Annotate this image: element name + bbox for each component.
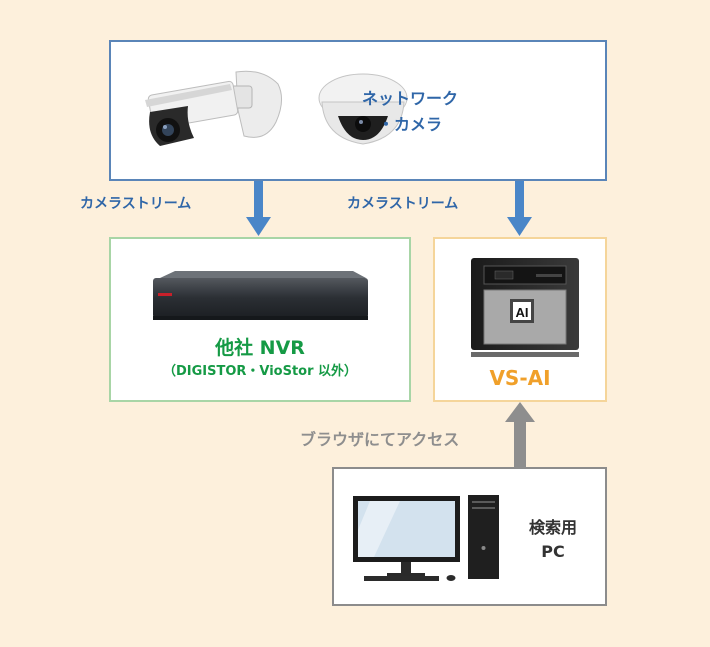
network-camera-label-line2: ・カメラ [377,115,442,134]
stream-arrow-left [246,181,271,236]
dome-camera-icon [318,73,408,145]
network-camera-label-line1: ネットワーク [361,89,458,108]
nvr-device-icon [153,271,368,320]
vsai-title: VS-AI [489,366,551,390]
stream-arrow-right [507,181,532,236]
camera-stream-label-right: カメラストリーム [347,196,459,212]
bullet-camera-icon [145,70,282,146]
search-pc-label-line1: 検索用 [528,518,577,537]
search-pc-label-line2: PC [541,542,565,561]
browser-access-label: ブラウザにてアクセス [300,430,460,449]
ai-badge-text: AI [516,305,529,320]
network-camera-label: ネットワーク ・カメラ [330,86,490,138]
nvr-title: 他社 NVR [215,337,305,359]
camera-stream-label-left: カメラストリーム [80,196,192,212]
desktop-pc-icon [353,495,499,581]
nvr-subtitle: （DIGISTOR・VioStor 以外） [162,364,358,379]
vsai-server-icon [471,258,579,357]
access-arrow [505,402,535,468]
search-pc-label: 検索用 PC [508,516,598,564]
